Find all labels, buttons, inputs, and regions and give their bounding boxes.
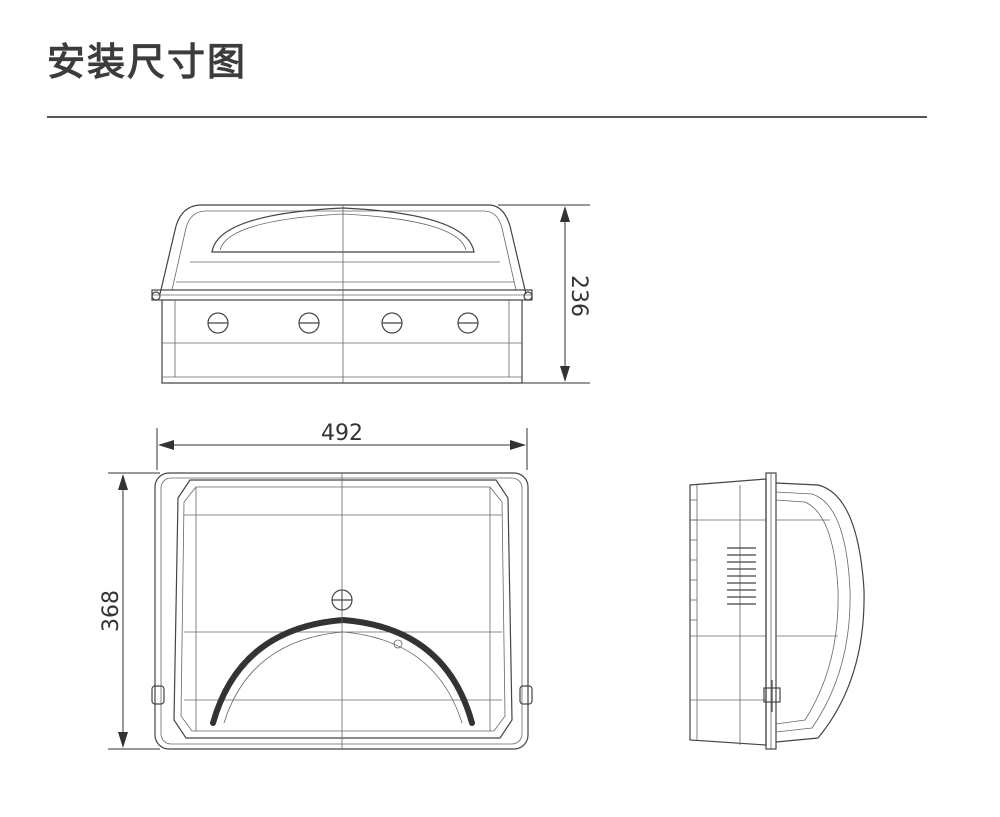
front-view: 236 (151, 204, 591, 384)
vent-slots (727, 547, 756, 605)
knockout-holes (207, 312, 479, 334)
side-view (689, 472, 865, 750)
width-dimension-label: 492 (321, 421, 363, 446)
title-divider (47, 116, 927, 118)
top-view: 492 368 (99, 421, 533, 750)
depth-dimension-label: 368 (99, 590, 124, 632)
page-title: 安装尺寸图 (47, 40, 248, 84)
height-dimension-label: 236 (566, 275, 591, 317)
